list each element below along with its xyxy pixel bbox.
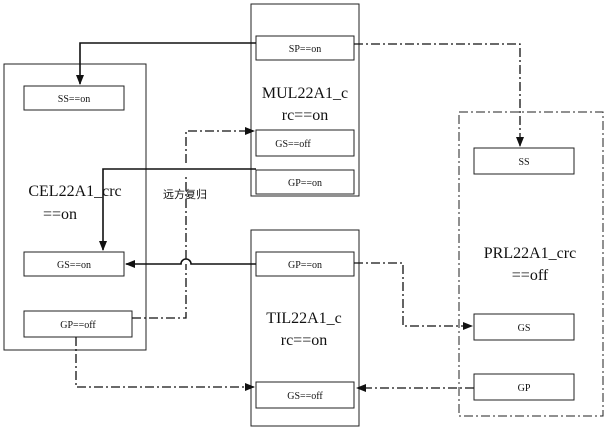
conn-mul-sp-to-cel-ss [76, 42, 256, 85]
prl-ss-label: SS [518, 157, 529, 168]
prl-title-line1: PRL22A1_crc [484, 245, 576, 262]
conn-cel-gp-to-mul-gs [132, 131, 254, 319]
cel-block [3, 63, 147, 351]
til-gs-port [255, 381, 355, 409]
mul-sp-port [255, 35, 355, 61]
cel-gs-label: GS==on [57, 260, 91, 271]
cel-title-line1: CEL22A1_crc [28, 183, 121, 200]
conn-til-gp-to-prl-gs [354, 262, 473, 330]
conn-mul-gp-to-cel-gs [99, 168, 256, 251]
mul-gs-port [255, 129, 355, 157]
cel-gs-port [23, 251, 125, 277]
cel-gp-port [23, 310, 133, 338]
til-title-line2: rc==on [281, 332, 327, 349]
prl-title-line2: ==off [512, 267, 549, 284]
prl-gp-port [473, 373, 575, 401]
mul-title-line1: MUL22A1_c [262, 85, 348, 102]
prl-gs-port [473, 313, 575, 341]
til-gp-label: GP==on [288, 260, 322, 271]
cel-title-line2: ==on [43, 206, 77, 223]
mul-title-line2: rc==on [282, 107, 328, 124]
mul-gp-port [255, 169, 355, 195]
cel-gp-label: GP==off [60, 320, 96, 331]
cel-ss-port [23, 85, 125, 111]
mul-sp-label: SP==on [289, 44, 321, 55]
til-gp-port [255, 251, 355, 277]
til-gs-label: GS==off [287, 391, 323, 402]
conn-mul-sp-to-prl-ss [354, 43, 524, 147]
conn-til-gp-to-cel-gs [125, 258, 256, 268]
prl-gp-label: GP [518, 383, 531, 394]
remote-reset-label: 远方复归 [163, 187, 207, 201]
mul-gp-label: GP==on [288, 178, 322, 189]
cel-ss-label: SS==on [58, 94, 90, 105]
prl-gs-label: GS [518, 323, 531, 334]
mul-gs-label: GS==off [275, 139, 311, 150]
til-title-line1: TIL22A1_c [266, 310, 342, 327]
prl-ss-port [473, 147, 575, 175]
